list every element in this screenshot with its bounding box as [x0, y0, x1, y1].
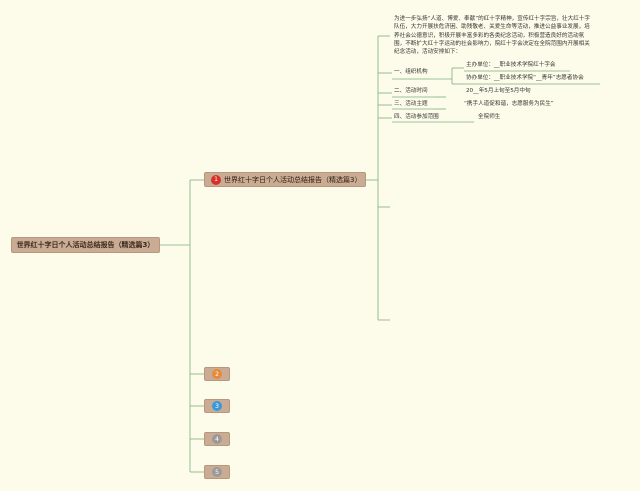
branch-topic-1-label: 世界红十字日个人活动总结报告（精选篇3）	[224, 175, 362, 184]
root-topic-label: 世界红十字日个人活动总结报告（精选篇3）	[16, 241, 155, 249]
root-topic[interactable]: 世界红十字日个人活动总结报告（精选篇3）	[11, 237, 160, 253]
branch-topic-2[interactable]: 2	[204, 367, 230, 381]
section-org-label[interactable]: 一、组织机构	[394, 69, 428, 75]
intro-line: 纪念活动，活动安排如下：	[394, 49, 462, 56]
section-scope-label[interactable]: 四、活动参加范围	[394, 114, 439, 120]
priority-1-badge: 1	[211, 174, 221, 185]
section-theme-label[interactable]: 三、活动主题	[394, 101, 428, 107]
org-host-unit[interactable]: 主办单位：__职业技术学院红十字会	[466, 62, 556, 68]
priority-3-badge: 3	[212, 401, 222, 411]
time-value[interactable]: 20__年5月上旬至5月中旬	[466, 88, 531, 94]
priority-2-badge: 2	[212, 369, 222, 379]
branch-topic-3[interactable]: 3	[204, 399, 230, 413]
priority-4-badge: 4	[212, 434, 222, 444]
branch-topic-5[interactable]: 5	[204, 465, 230, 479]
theme-value[interactable]: “携手人道促和谐，志愿服务为民生”	[464, 101, 554, 107]
intro-line: 围，不断扩大红十字运动的社会影响力，院红十字会决定在全院范围内开展相关	[394, 40, 590, 47]
priority-5-badge: 5	[212, 467, 222, 477]
branch-topic-1[interactable]: 1 世界红十字日个人活动总结报告（精选篇3）	[204, 172, 366, 187]
org-co-unit[interactable]: 协办单位：__职业技术学院“__青年”志愿者协会	[466, 75, 584, 81]
intro-line: 养社会公德意识，积极开展丰富多彩的各类纪念活动，积极营造良好的活动氛	[394, 32, 585, 39]
branch-topic-4[interactable]: 4	[204, 432, 230, 446]
intro-line: 队伍，大力开展扶危济困、助残敬老、关爱生命等活动，推进公益事业发展，培	[394, 24, 590, 31]
intro-line: 为进一步弘扬“人道、博爱、奉献”的红十字精神，宣传红十字宗旨，壮大红十字	[394, 16, 590, 22]
section-time-label[interactable]: 二、活动时间	[394, 88, 428, 94]
scope-value[interactable]: 全院师生	[478, 114, 501, 120]
intro-paragraph: 为进一步弘扬“人道、博爱、奉献”的红十字精神，宣传红十字宗旨，壮大红十字 队伍，…	[394, 15, 609, 56]
